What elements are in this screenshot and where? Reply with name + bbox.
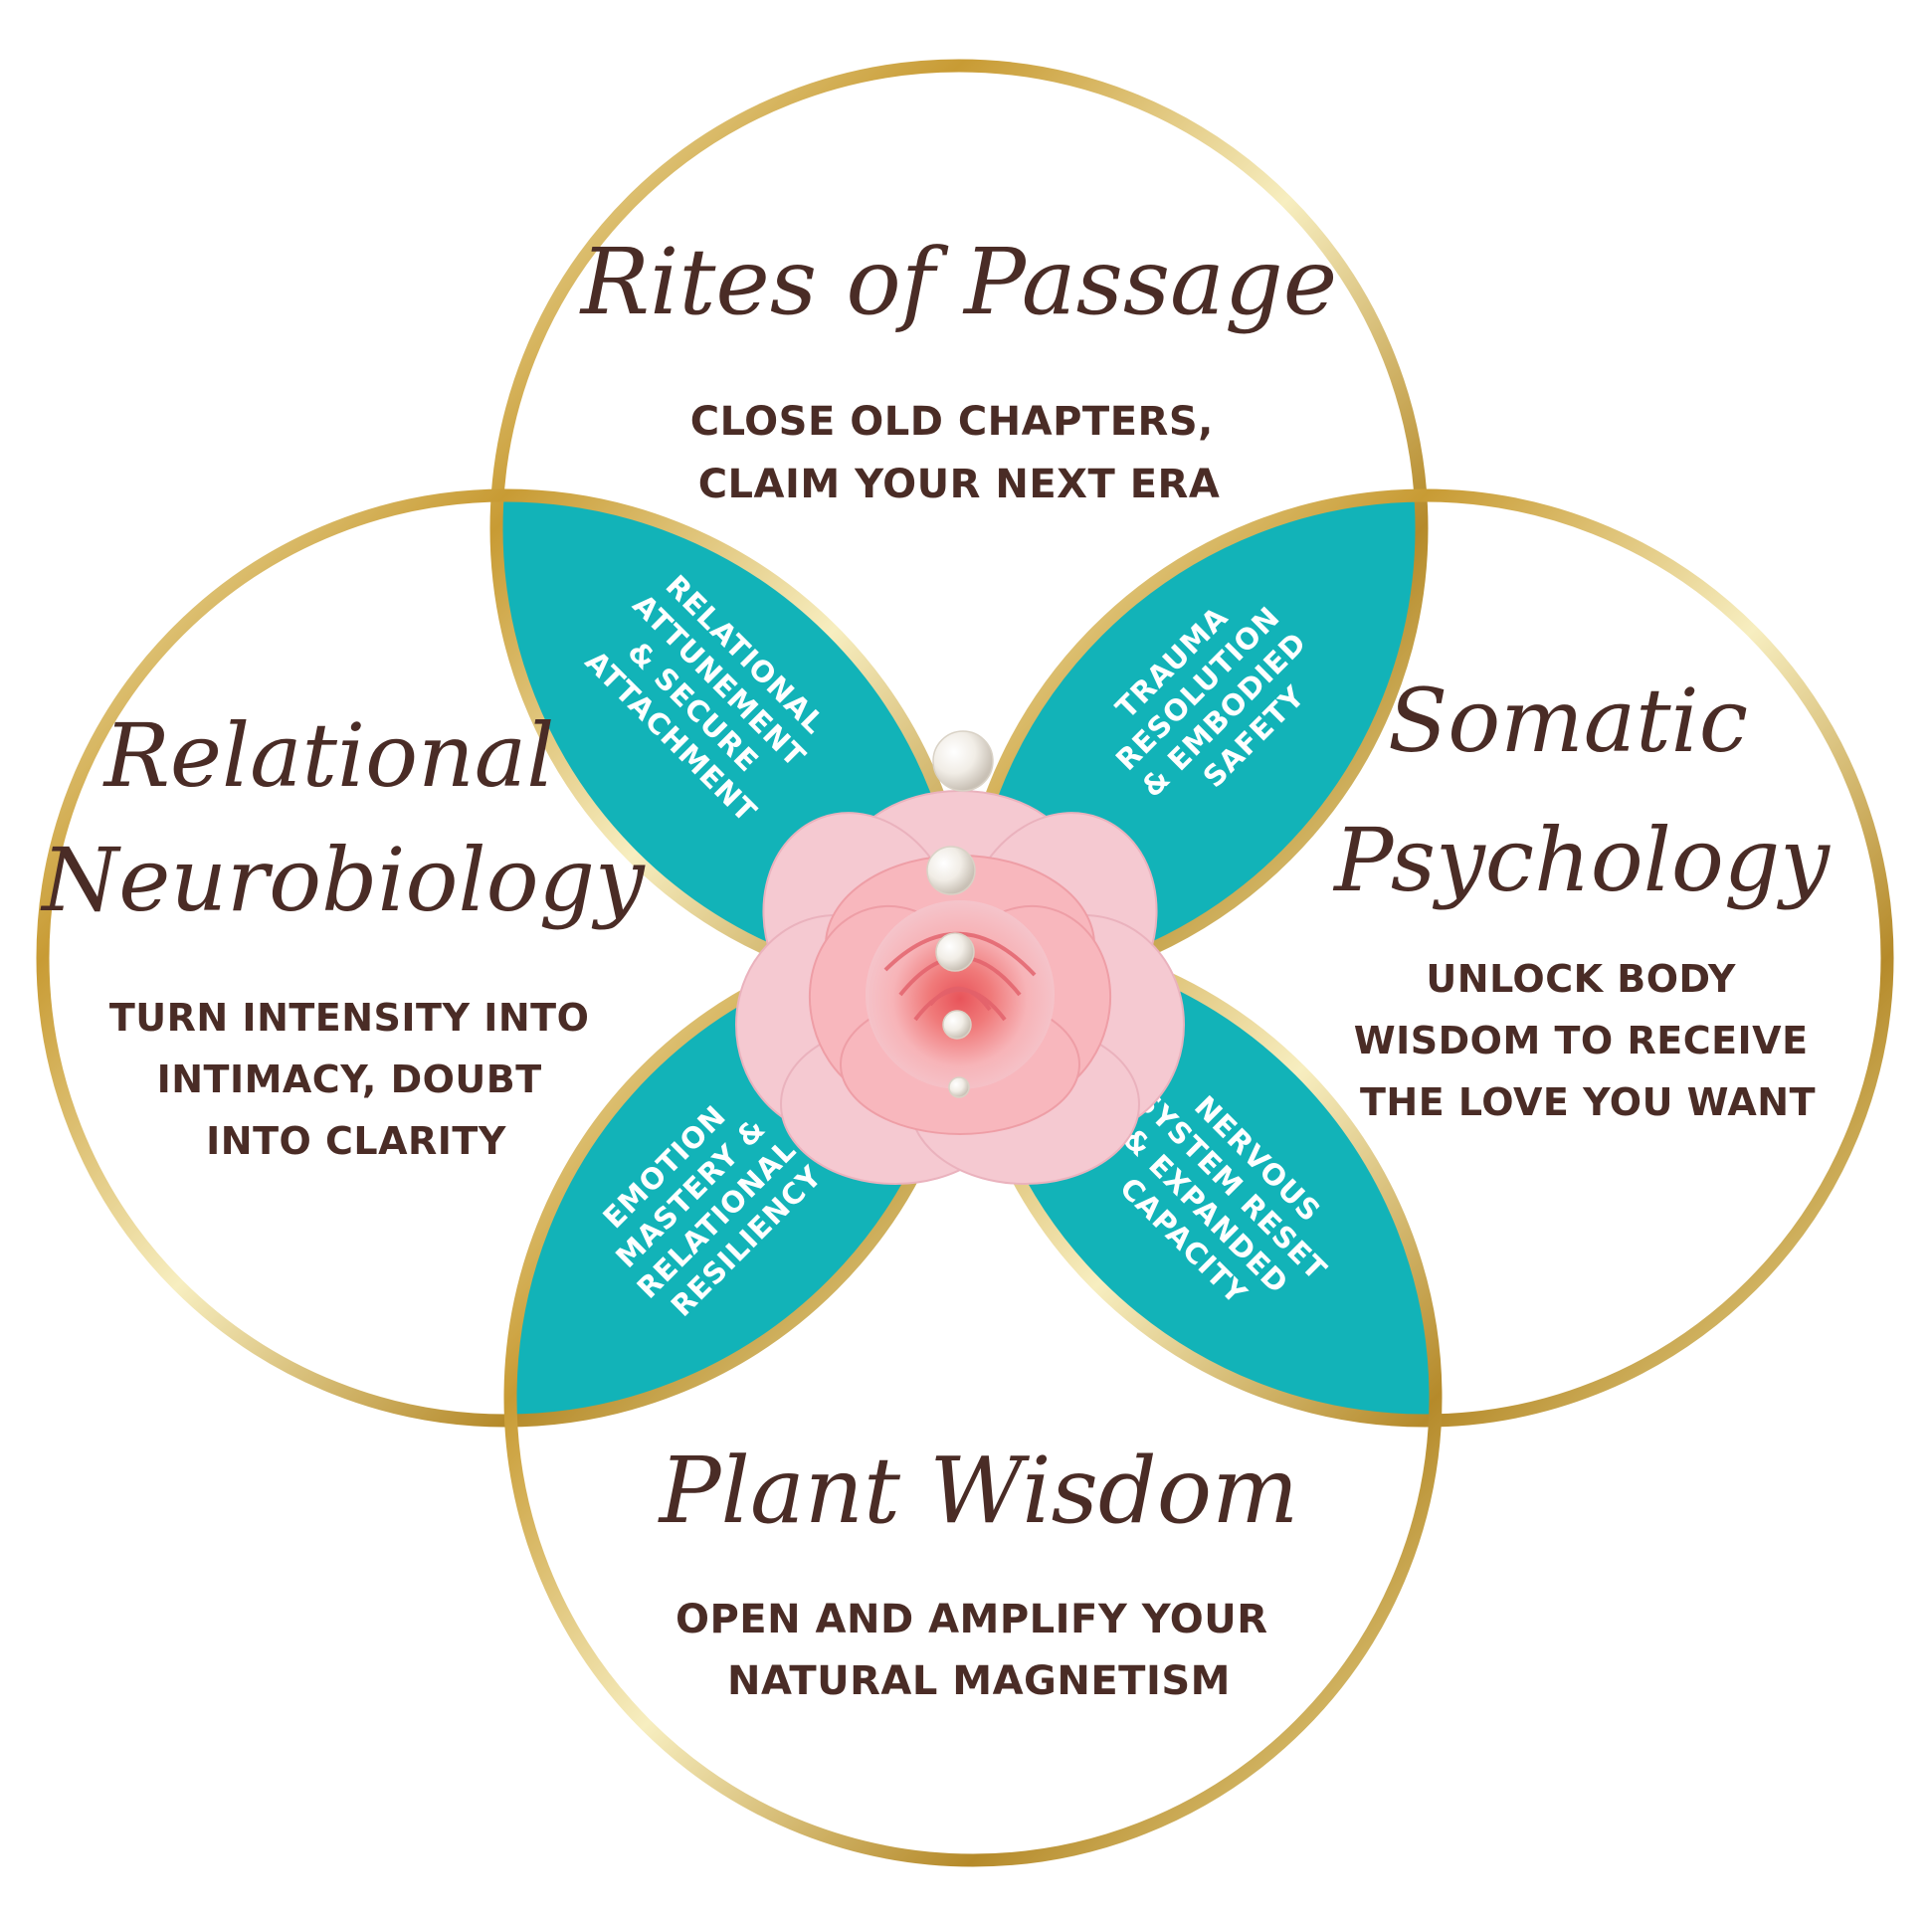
circle-left-title: Relational Neurobiology [40,704,646,931]
petal-top-right [962,495,1422,991]
circle-top-body: CLOSE OLD CHAPTERS, CLAIM YOUR NEXT ERA [690,399,1229,507]
rose-with-pearls-icon [735,730,1185,1185]
circle-left: Relational Neurobiology TURN INTENSITY I… [40,704,646,1163]
circle-left-body: TURN INTENSITY INTO INTIMACY, DOUBT INTO… [109,996,603,1163]
circle-right: Somatic Psychology UNLOCK BODY WISDOM TO… [1332,670,1831,1124]
circle-right-title: Somatic Psychology [1332,670,1831,911]
circle-top: Rites of Passage CLOSE OLD CHAPTERS, CLA… [579,229,1337,507]
circle-right-body: UNLOCK BODY WISDOM TO RECEIVE THE LOVE Y… [1354,957,1823,1124]
circle-bottom: Plant Wisdom OPEN AND AMPLIFY YOUR NATUR… [658,1438,1299,1704]
circle-bottom-title: Plant Wisdom [658,1438,1299,1544]
petal-bottom-left [510,935,968,1421]
circle-bottom-body: OPEN AND AMPLIFY YOUR NATURAL MAGNETISM [676,1597,1282,1704]
circle-top-title: Rites of Passage [579,229,1337,335]
